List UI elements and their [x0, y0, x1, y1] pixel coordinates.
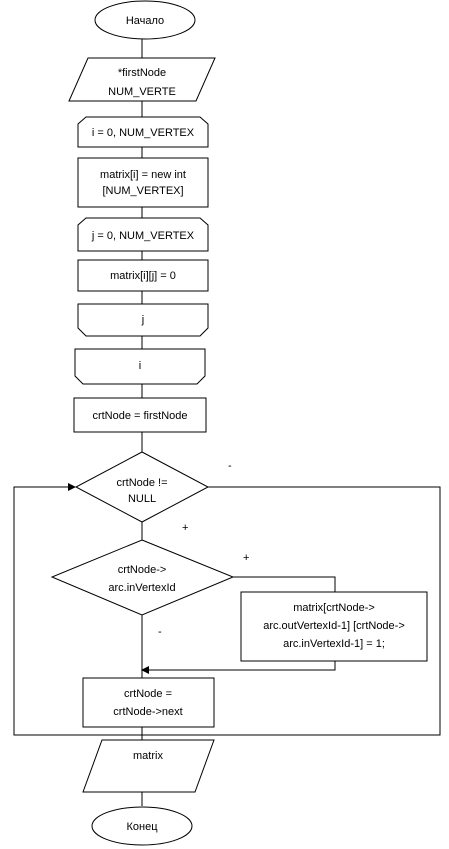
next-label-2: crtNode->next [113, 706, 182, 718]
input-label-2: NUM_VERTE [108, 86, 176, 98]
alloc-label-2: [NUM_VERTEX] [102, 185, 183, 197]
arc-yes-label: + [243, 552, 249, 564]
arc-decision-label-1: crtNode-> [118, 564, 167, 576]
end-label: Конец [126, 821, 158, 833]
loop-j-open: j = 0, NUM_VERTEX [77, 217, 209, 252]
loop-j-open-label: j = 0, NUM_VERTEX [91, 230, 195, 242]
connectors [13, 39, 441, 806]
zero-label: matrix[i][j] = 0 [110, 270, 176, 282]
alloc-label-1: matrix[i] = new int [100, 169, 186, 181]
output-parallelogram: matrix [82, 739, 215, 793]
arc-no-label: - [158, 626, 162, 638]
loop-i-close: i [74, 348, 206, 385]
end-terminator: Конец [91, 806, 193, 846]
null-no-label: - [228, 460, 232, 472]
set-label-2: arc.outVertexId-1] [crtNode-> [263, 620, 405, 632]
loop-i-close-label: i [139, 360, 141, 372]
set-process: matrix[crtNode-> arc.outVertexId-1] [crt… [240, 591, 428, 662]
loop-j-close-label: j [141, 314, 144, 326]
init-label: crtNode = firstNode [92, 410, 187, 422]
arc-decision: crtNode-> arc.inVertexId [50, 539, 235, 616]
null-decision-label-1: crtNode != [116, 477, 167, 489]
output-label: matrix [133, 750, 163, 762]
alloc-process: matrix[i] = new int [NUM_VERTEX] [77, 157, 209, 208]
zero-process: matrix[i][j] = 0 [77, 259, 209, 292]
loop-j-close: j [77, 303, 209, 337]
null-decision: crtNode != NULL [74, 451, 210, 523]
loop-i-open: i = 0, NUM_VERTEX [77, 116, 209, 148]
start-terminator: Начало [94, 0, 196, 40]
null-yes-label: + [182, 522, 188, 534]
start-label: Начало [126, 15, 164, 27]
set-label-3: arc.inVertexId-1] = 1; [283, 638, 385, 650]
init-process: crtNode = firstNode [73, 397, 207, 433]
null-decision-label-2: NULL [128, 493, 156, 505]
set-label-1: matrix[crtNode-> [293, 602, 375, 614]
next-process: crtNode = crtNode->next [82, 677, 215, 728]
arc-decision-label-2: arc.inVertexId [108, 582, 175, 594]
input-parallelogram: *firstNode NUM_VERTE [68, 57, 216, 102]
next-label-1: crtNode = [124, 688, 172, 700]
loop-i-open-label: i = 0, NUM_VERTEX [92, 127, 195, 139]
input-label-1: *firstNode [118, 67, 166, 79]
